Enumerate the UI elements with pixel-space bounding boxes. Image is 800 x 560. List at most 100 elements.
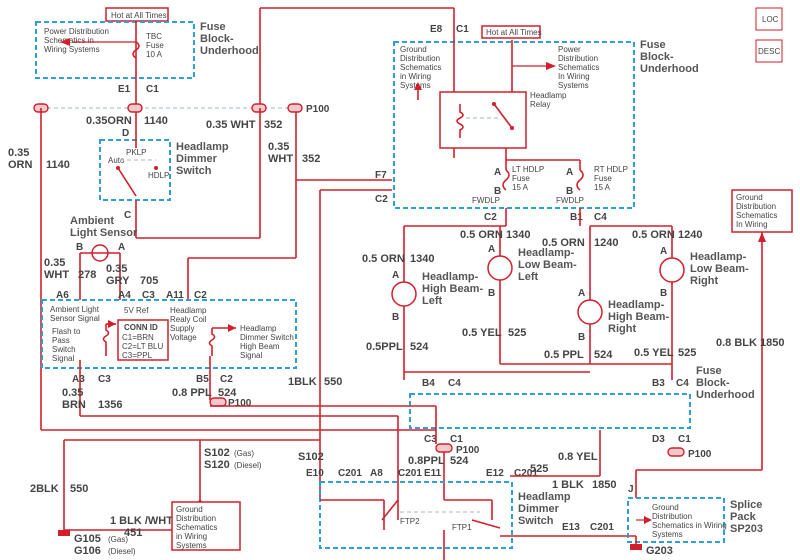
resistor-icon <box>102 324 110 356</box>
resistor-icon <box>208 328 216 356</box>
wire-352: 352 <box>264 119 282 131</box>
wire-05ppl-2: 0.5 PPL <box>544 349 584 361</box>
wire-05yel-2: 0.5 YEL <box>634 347 674 359</box>
wire-wht-v2: WHT <box>268 153 293 165</box>
hbl-b: B <box>392 312 399 323</box>
auto-label: Auto <box>108 156 125 165</box>
arrow-icon <box>108 320 116 328</box>
headlamp-high-beam-left-bulb <box>391 281 417 307</box>
ground-dist-box-right <box>731 189 793 233</box>
headlamp-switch-module-box <box>41 299 297 369</box>
conn-j: J <box>628 484 634 495</box>
conn-a11: A11 <box>166 290 184 301</box>
splice-connector-3 <box>251 103 267 113</box>
conn-p100-top: P100 <box>306 104 330 115</box>
wire-1140: 1140 <box>144 115 168 127</box>
ground-g105-icon <box>58 530 70 536</box>
conn-c1-d3: C1 <box>678 434 691 445</box>
hl-high-beam-right-title: Headlamp-High Beam-Right <box>608 299 669 335</box>
conn-a6: A6 <box>56 290 69 301</box>
wire-525-3: 525 <box>530 463 548 475</box>
loc-icon[interactable] <box>755 7 783 31</box>
conn-c3-mid: C3 <box>424 434 437 445</box>
wire-05yel-1: 0.5 YEL <box>462 327 502 339</box>
wire-1850-1: 1850 <box>760 337 784 349</box>
lbr-b: B <box>660 288 667 299</box>
als-b: B <box>76 242 83 253</box>
headlamp-high-beam-right-bulb <box>577 299 603 325</box>
conn-d3: D3 <box>652 434 665 445</box>
desc-icon[interactable] <box>755 39 783 63</box>
splice-s102: S102 <box>204 447 230 459</box>
conn-c1-top: C1 <box>146 84 159 95</box>
wire-035-3: 0.35 <box>44 257 65 269</box>
fuse-a-left: A <box>494 167 501 178</box>
fuse-icon <box>132 41 140 59</box>
conn-e13: E13 <box>562 522 580 533</box>
headlamp-low-beam-right-bulb <box>659 257 685 283</box>
conn-c201-a8: C201 <box>398 468 422 479</box>
conn-c2-a11: C2 <box>194 290 207 301</box>
wire-1240-2: 1240 <box>678 229 702 241</box>
wire-525-1: 525 <box>508 327 526 339</box>
ground-g203-icon <box>630 544 642 550</box>
wire-05orn-1: 0.5 ORN <box>362 253 405 265</box>
fuse-block-underhood-top-right <box>393 41 635 209</box>
wire-08yel: 0.8 YEL <box>558 451 598 463</box>
conn-a3: A3 <box>72 374 85 385</box>
wire-524-1: 524 <box>410 341 429 353</box>
wire-550-left: 550 <box>70 483 88 495</box>
loc-text: LOC <box>762 15 779 24</box>
arrow-icon <box>644 516 652 524</box>
conn-c201-e13: C201 <box>590 522 614 533</box>
splice-connector-p100-b5 <box>209 397 227 407</box>
wire-035-v2: 0.35 <box>268 141 289 153</box>
fuse-a-right: A <box>566 167 573 178</box>
desc-text: DESC <box>758 47 780 56</box>
relay-contact <box>493 103 513 129</box>
conn-id-c2: C2=LT BLU <box>122 342 164 351</box>
conn-id-box <box>117 319 169 361</box>
hot-at-all-times-text-2: Hot at All Times <box>486 28 542 37</box>
conn-c1-mid: C1 <box>450 434 463 445</box>
wire-352-v2: 352 <box>302 153 320 165</box>
splice-s120: S120 <box>204 459 230 471</box>
conn-id-c3: C3=PPL <box>122 351 153 360</box>
wire-1blkwht: 1 BLK /WHT <box>110 515 173 527</box>
headlamp-dimmer-switch-bottom-box <box>319 481 513 549</box>
headlamp-low-beam-left-bulb <box>487 255 513 281</box>
conn-c2-f7: C2 <box>375 194 388 205</box>
conn-c201-e12: C201 <box>514 468 538 479</box>
headlamp-relay-box <box>439 91 527 149</box>
conn-e8: E8 <box>430 24 443 35</box>
conn-d: D <box>122 128 129 139</box>
conn-e11: E11 <box>424 468 442 479</box>
wire-1340-1: 1340 <box>410 253 434 265</box>
wire-05ppl-1: 0.5PPL <box>366 341 403 353</box>
wire-035-5: 0.35 <box>62 387 83 399</box>
splice-s102b: S102 <box>298 451 324 463</box>
conn-p100-b5: P100 <box>228 398 252 409</box>
fuse-icon <box>502 169 510 191</box>
ftp1-label: FTP1 <box>452 523 472 532</box>
wire-1850-2: 1850 <box>592 479 616 491</box>
wire-gry: GRY <box>106 275 130 287</box>
wire-525-2: 525 <box>678 347 696 359</box>
conn-p100-mid: P100 <box>456 445 480 456</box>
splice-connector-p100-mid <box>435 443 453 453</box>
